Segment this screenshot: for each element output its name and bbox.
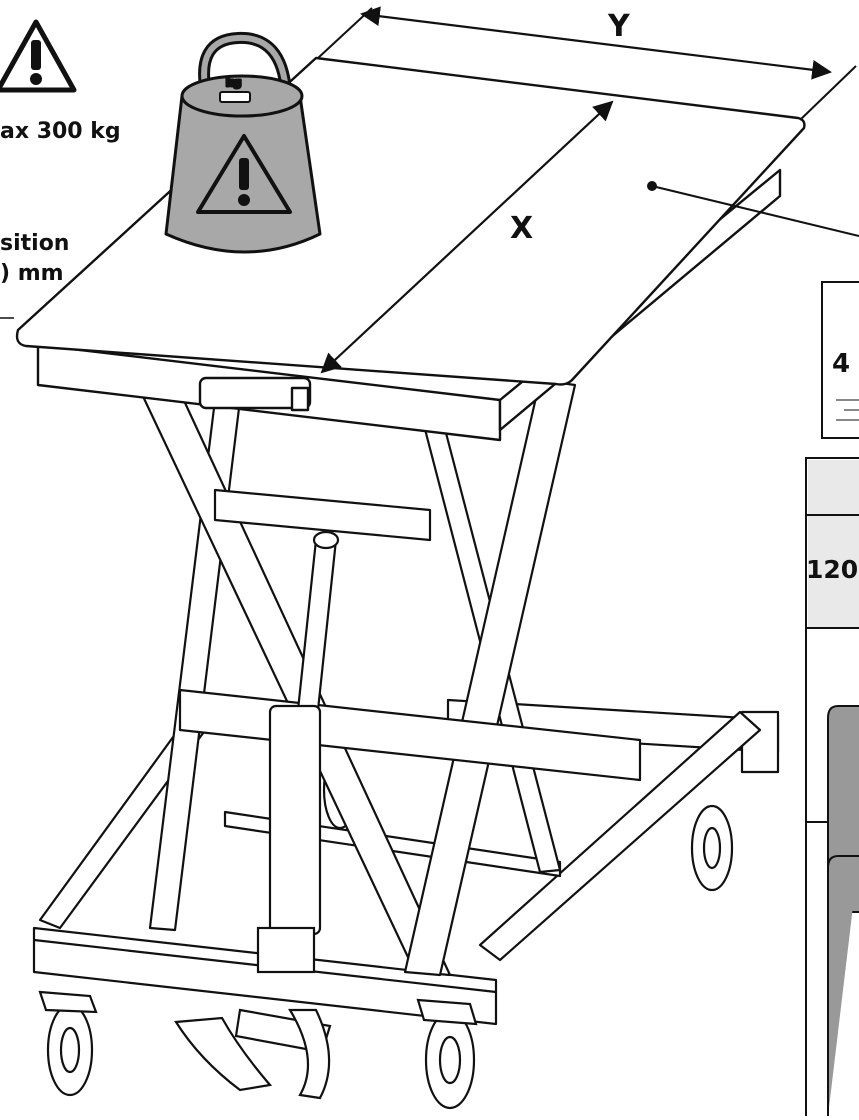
- weight-kg-label: kg: [226, 76, 241, 89]
- warning-triangle-icon: [0, 19, 77, 93]
- dimension-x-label: X: [510, 211, 533, 246]
- hydraulic-cylinder: [256, 530, 340, 974]
- side-panel-table: 120: [805, 457, 859, 1119]
- position-note-line1: sition: [0, 231, 69, 256]
- dimension-y-label: Y: [607, 9, 631, 44]
- warning-triangle-icon: [196, 134, 292, 214]
- foot-pedal: [174, 1008, 332, 1100]
- caster-wheel-icon: [690, 804, 734, 892]
- dimension-x-line: [320, 100, 614, 374]
- leader-line: [651, 185, 859, 237]
- max-load-label: ax 300 kg: [0, 119, 121, 144]
- caster-wheel-icon: [38, 990, 98, 1097]
- panel-top-label: 4: [832, 349, 850, 379]
- side-panel-top: 4: [821, 281, 859, 439]
- caster-wheel-icon: [416, 998, 478, 1110]
- panel-table-label: 120: [806, 555, 858, 584]
- scissor-arms: [138, 378, 642, 977]
- position-note-line2: ) mm: [0, 261, 64, 286]
- dimension-y-line: [360, 6, 832, 80]
- platform: [15, 56, 806, 442]
